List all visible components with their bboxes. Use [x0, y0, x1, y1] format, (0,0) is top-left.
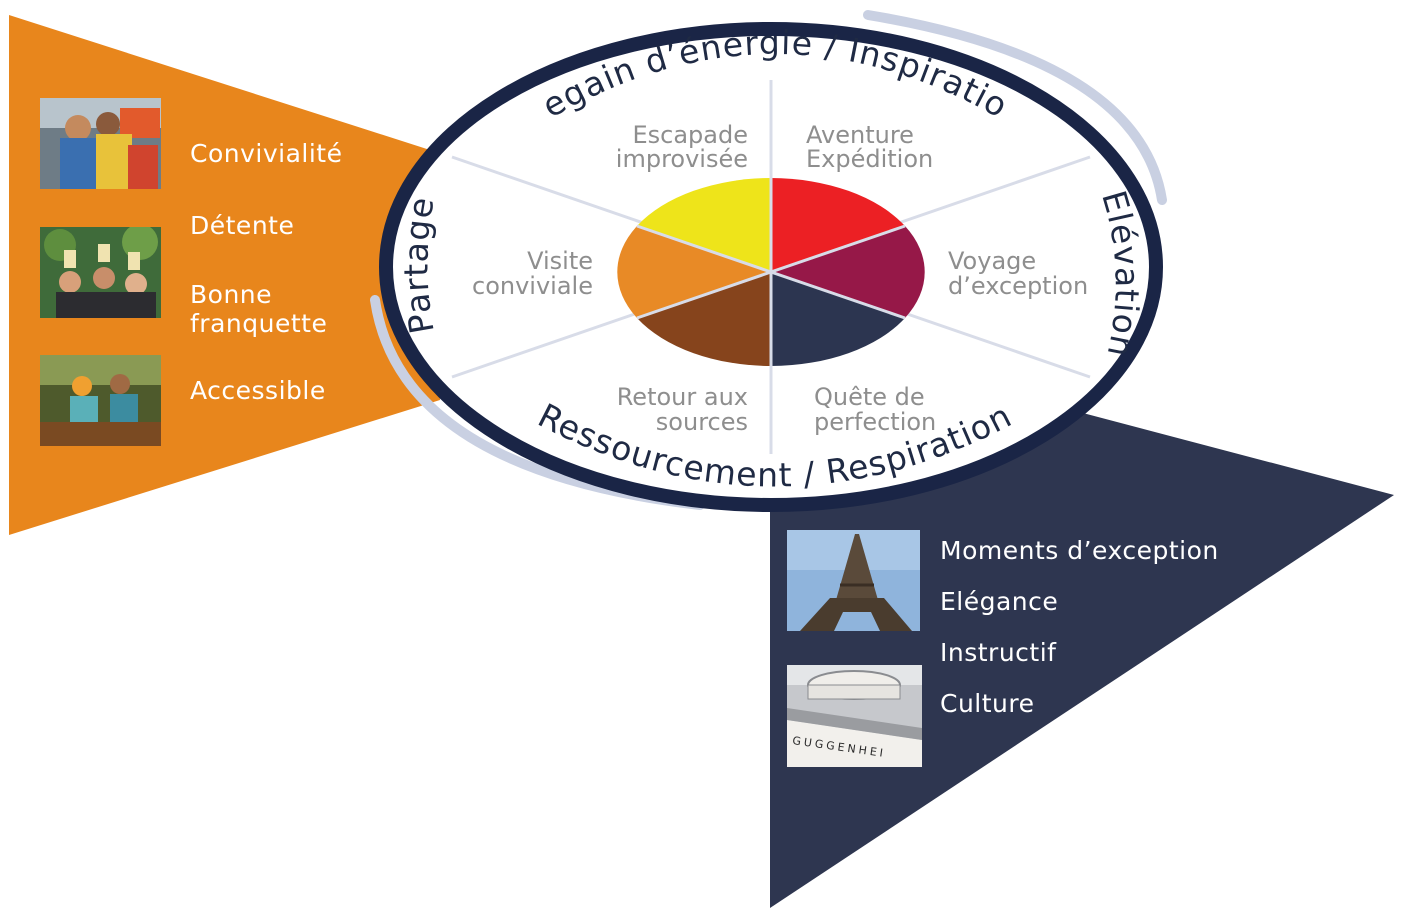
eiffel-tower-photo — [787, 530, 920, 631]
pie-yellow — [637, 178, 771, 272]
right-item-instructif: Instructif — [940, 638, 1057, 667]
segment-visite-line2: conviviale — [472, 272, 593, 300]
segment-quete-line2: perfection — [814, 408, 936, 436]
ring-label-left: Partage — [396, 193, 441, 336]
segment-retour-line1: Retour aux — [617, 383, 748, 411]
pie-red — [771, 178, 905, 272]
segment-visite-line1: Visite — [527, 247, 593, 275]
right-item-elegance: Elégance — [940, 587, 1058, 616]
pie-brown — [637, 272, 771, 366]
inner-pie — [617, 178, 925, 366]
segment-quete-line1: Quête de — [814, 383, 925, 411]
market-stall-photo — [40, 355, 161, 446]
guggenheim-museum-photo: GUGGENHEI — [787, 665, 922, 767]
left-item-franquette: franquette — [190, 309, 327, 338]
pie-navy — [771, 272, 905, 366]
segment-escapade-line1: Escapade — [632, 121, 748, 149]
segment-escapade-line2: improvisée — [616, 145, 748, 173]
segment-retour-line2: sources — [656, 408, 748, 436]
right-navy-panel — [770, 403, 1394, 908]
segment-aventure-line2: Expédition — [806, 145, 933, 173]
left-item-convivialite: Convivialité — [190, 139, 342, 168]
friends-hug-photo — [40, 98, 161, 189]
segment-aventure-line1: Aventure — [806, 121, 914, 149]
left-item-accessible: Accessible — [190, 376, 326, 405]
pie-wine — [771, 226, 925, 318]
right-item-culture: Culture — [940, 689, 1035, 718]
left-item-bonne: Bonne — [190, 280, 272, 309]
segment-voyage-line1: Voyage — [948, 247, 1036, 275]
beer-toast-photo — [40, 227, 161, 318]
pie-orange — [617, 226, 771, 318]
ring-shadow-top — [863, 10, 1167, 205]
left-item-detente: Détente — [190, 211, 294, 240]
segment-voyage-line2: d’exception — [948, 272, 1088, 300]
right-item-moments: Moments d’exception — [940, 536, 1219, 565]
